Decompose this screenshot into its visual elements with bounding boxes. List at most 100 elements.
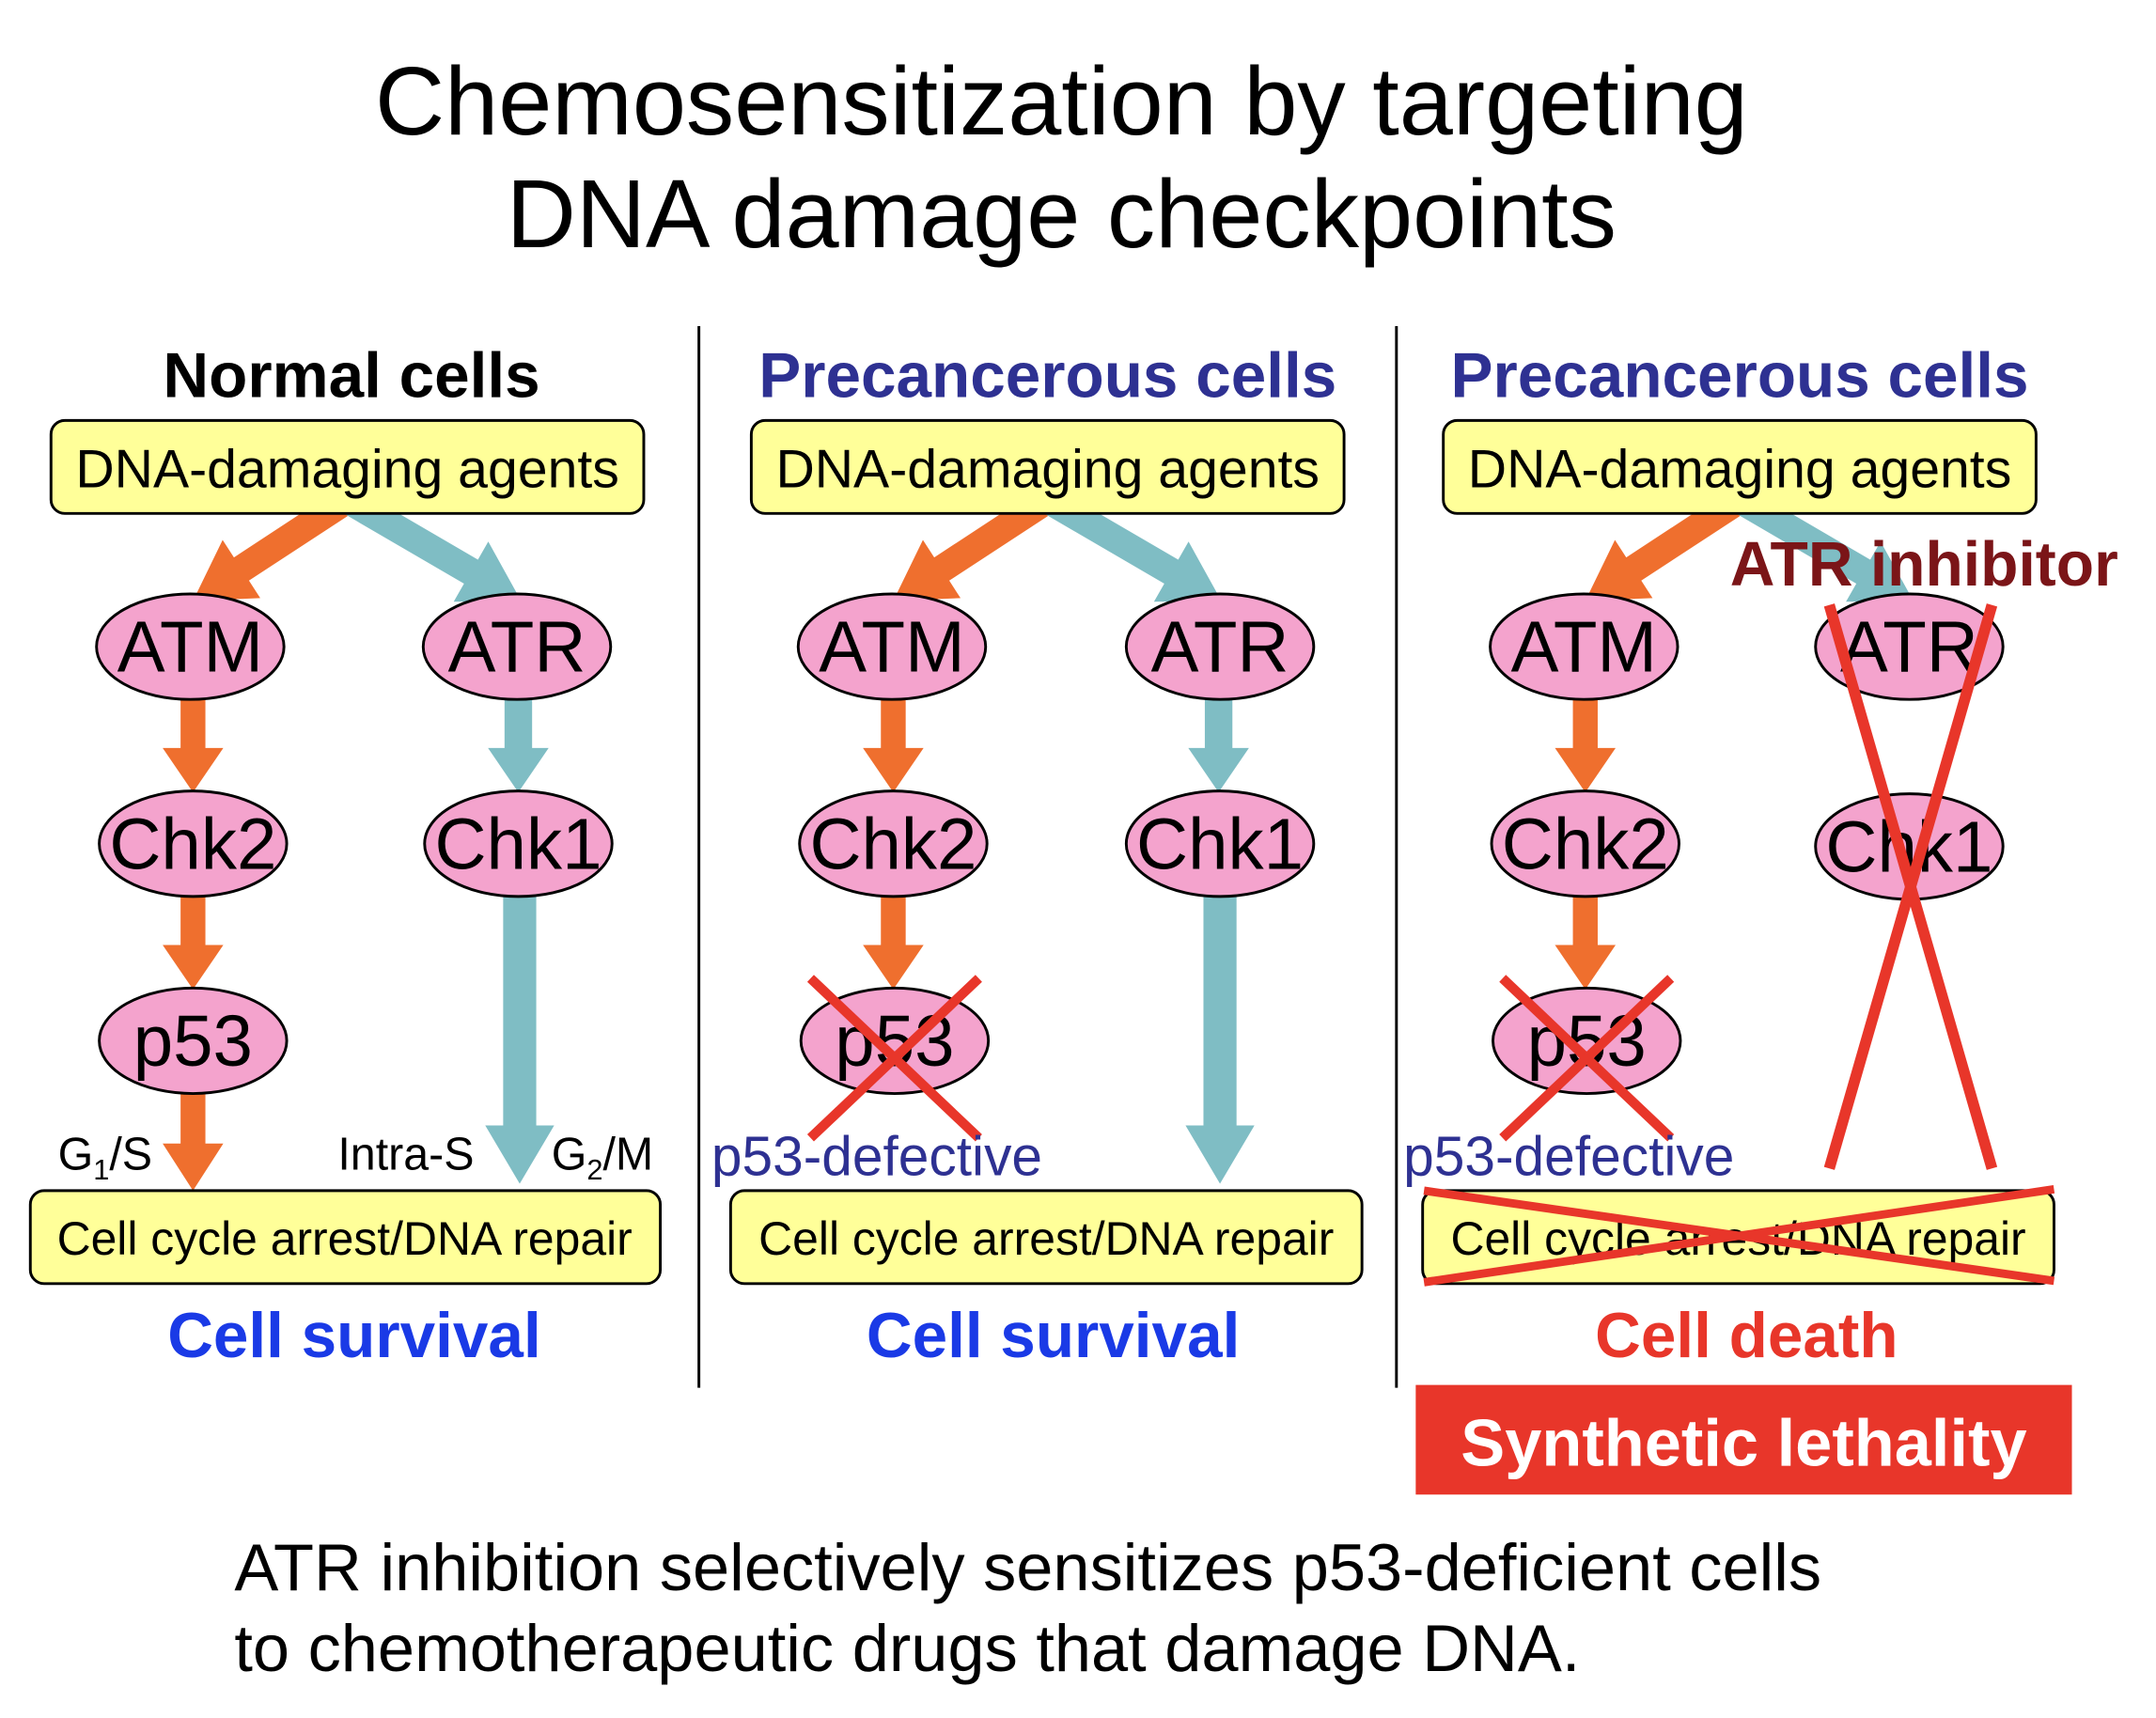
phase-label-g1-s: G1/S: [58, 1130, 152, 1187]
atm-node: ATM: [1489, 592, 1679, 701]
title-line-2: DNA damage checkpoints: [507, 160, 1617, 268]
p53-defective-label: p53-defective: [1403, 1126, 1734, 1187]
atr-node: ATR: [1814, 592, 2005, 701]
dna-damaging-agents-box-shape: [749, 418, 1346, 515]
chk2-label: Chk2: [1502, 804, 1669, 884]
arrow-dna-to-atr: [340, 487, 522, 602]
phase-g1s-sub: 1: [93, 1153, 109, 1186]
chk2-node-shape: [798, 789, 989, 898]
p53-cross-mark: [806, 975, 982, 1142]
atr-inhibited-arrows: [1555, 487, 1914, 990]
chk2-label: Chk2: [809, 804, 976, 884]
dna-damaging-agents-box-shape: [49, 418, 646, 515]
chk1-node-shape: [423, 789, 614, 898]
chk2-label: Chk2: [109, 804, 276, 884]
phase-g2m-tail: /M: [602, 1130, 653, 1180]
arrow-chk1-to-arrest-box: [485, 888, 555, 1184]
panel-precancerous-cells: Precancerous cells DNA-damaging agents A…: [711, 340, 1364, 1371]
atr-node-shape: [421, 592, 613, 701]
p53-node: p53: [98, 986, 289, 1096]
panel-header: Normal cells: [163, 340, 539, 411]
arrow-atm-to-chk2: [1555, 691, 1617, 793]
chk1-node: Chk1: [1814, 792, 2005, 901]
arrow-atm-to-chk2: [863, 691, 924, 793]
chk1-node: Chk1: [423, 789, 614, 898]
phase-g1s-tail: /S: [109, 1130, 152, 1180]
dna-damaging-agents-box-shape: [1442, 418, 2038, 515]
atr-cross-stroke-2: [1823, 603, 1998, 1170]
phase-label-intra-s: Intra-S: [337, 1130, 474, 1180]
chk1-label: Chk1: [1136, 804, 1304, 884]
cell-cycle-arrest-box-shape: [728, 1189, 1364, 1286]
p53-node-shape: [98, 986, 289, 1096]
cell-cycle-arrest-box-shape: [28, 1189, 663, 1286]
cell-cycle-arrest-box: Cell cycle arrest/DNA repair: [28, 1189, 663, 1286]
dna-damaging-agents-label: DNA-damaging agents: [75, 439, 619, 499]
precancerous-cells-arrows: [863, 487, 1255, 1184]
phase-g2m-base: G: [552, 1130, 587, 1180]
arrow-dna-to-atr: [1040, 487, 1222, 602]
p53-cross-stroke-2: [1499, 975, 1675, 1142]
atr-inhibitor-label: ATR inhibitor: [1730, 530, 2118, 600]
atm-node: ATM: [95, 592, 286, 701]
atm-node-shape: [796, 592, 988, 701]
p53-node: p53: [799, 986, 991, 1096]
p53-defective-label: p53-defective: [711, 1126, 1042, 1187]
dna-damaging-agents-box: DNA-damaging agents: [49, 418, 646, 515]
arrow-dna-to-atm: [193, 488, 355, 601]
atr-label: ATR: [448, 607, 586, 687]
normal-cells-arrows: [163, 487, 555, 1191]
atm-label: ATM: [1511, 607, 1657, 687]
phase-g2m-sub: 2: [586, 1153, 602, 1186]
arrow-dna-to-atm: [893, 488, 1055, 601]
dna-damaging-agents-box: DNA-damaging agents: [1442, 418, 2038, 515]
atm-node-shape: [95, 592, 286, 701]
atr-label: ATR: [1840, 607, 1978, 687]
arrow-dna-to-atr: [1732, 487, 1914, 602]
atr-node-shape: [1814, 592, 2005, 701]
atm-label: ATM: [117, 607, 263, 687]
phase-label-g2-m: G2/M: [552, 1130, 654, 1187]
arrow-atm-to-chk2: [163, 691, 224, 793]
chk2-node: Chk2: [98, 789, 289, 898]
p53-node: p53: [1492, 986, 1682, 1096]
atm-node-shape: [1489, 592, 1679, 701]
atm-node: ATM: [796, 592, 988, 701]
arrow-atr-to-chk1: [488, 691, 549, 793]
arrow-chk2-to-p53: [163, 888, 224, 990]
synthetic-lethality-banner-shape: [1415, 1384, 2072, 1495]
atm-label: ATM: [819, 607, 964, 687]
cell-cycle-arrest-box: Cell cycle arrest/DNA repair: [1421, 1185, 2055, 1287]
chk2-node-shape: [1490, 789, 1680, 898]
chk2-node-shape: [98, 789, 289, 898]
arrest-box-cross-stroke-2: [1423, 1185, 2055, 1287]
title-line-1: Chemosensitization by targeting: [375, 47, 1748, 155]
chk2-node: Chk2: [1490, 789, 1680, 898]
panel-header: Precancerous cells: [1451, 340, 2029, 411]
chk1-node-shape: [1124, 789, 1316, 898]
outcome-label: Cell survival: [167, 1301, 540, 1371]
dna-damaging-agents-label: DNA-damaging agents: [1468, 439, 2012, 499]
panel-header: Precancerous cells: [758, 340, 1336, 411]
outcome-label: Cell survival: [867, 1301, 1240, 1371]
cell-cycle-arrest-box: Cell cycle arrest/DNA repair: [728, 1189, 1364, 1286]
synthetic-lethality-label: Synthetic lethality: [1461, 1405, 2026, 1479]
arrow-dna-to-atm: [1585, 488, 1748, 601]
panel-normal-cells: Normal cells DNA-damaging agents ATM ATR…: [28, 340, 663, 1371]
cell-cycle-arrest-label: Cell cycle arrest/DNA repair: [758, 1212, 1334, 1265]
arrow-chk2-to-p53: [1555, 888, 1617, 990]
dna-damaging-agents-box: DNA-damaging agents: [749, 418, 1346, 515]
cell-cycle-arrest-label: Cell cycle arrest/DNA repair: [57, 1212, 633, 1265]
atr-node: ATR: [1124, 592, 1316, 701]
dna-damaging-agents-label: DNA-damaging agents: [775, 439, 1320, 499]
atr-pathway-cross-mark: [1823, 603, 1998, 1170]
atr-node-shape: [1124, 592, 1316, 701]
caption-line-2: to chemotherapeutic drugs that damage DN…: [234, 1611, 1580, 1685]
p53-cross-mark: [1499, 975, 1675, 1142]
atr-label: ATR: [1151, 607, 1289, 687]
arrow-chk2-to-p53: [863, 888, 924, 990]
synthetic-lethality-banner: Synthetic lethality: [1415, 1384, 2072, 1495]
arrow-atr-to-chk1: [1188, 691, 1249, 793]
arrow-chk1-to-arrest-box: [1185, 888, 1255, 1184]
